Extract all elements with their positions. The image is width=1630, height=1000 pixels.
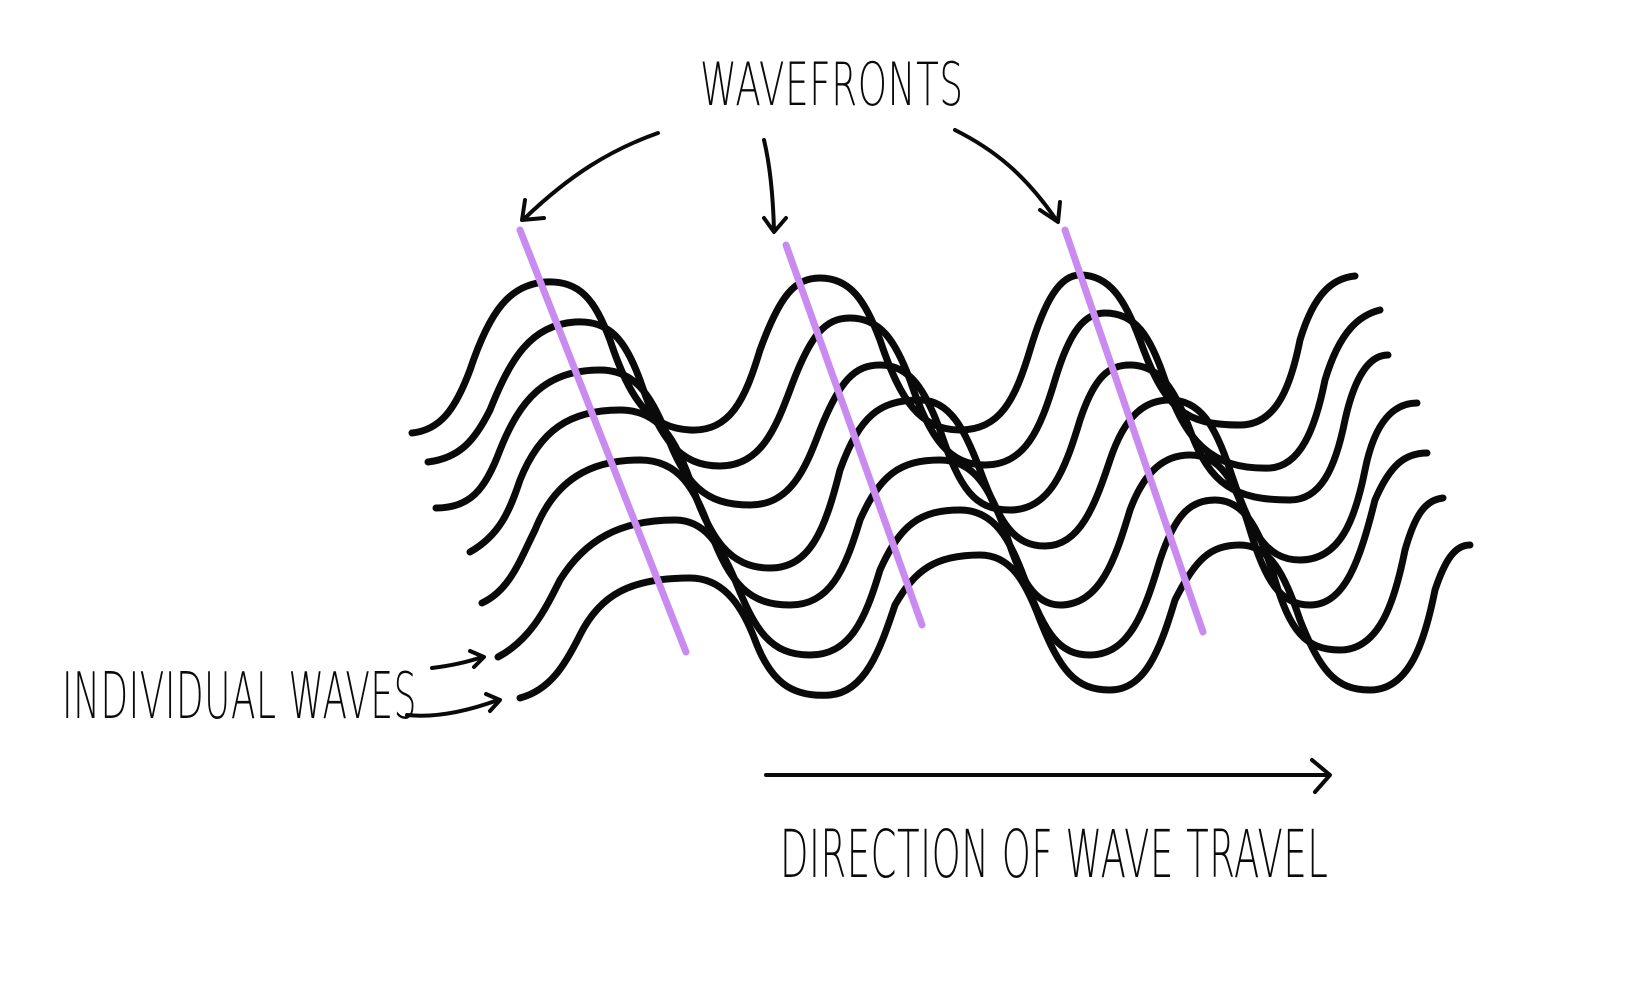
- direction-arrow-icon: [764, 758, 1332, 794]
- individual-waves-group: [408, 271, 1474, 702]
- wave-4: [466, 396, 1421, 572]
- wave-7: [516, 541, 1474, 702]
- wavefront-2: [782, 241, 926, 629]
- wavefront-3: [1061, 226, 1207, 636]
- wave-1: [408, 271, 1359, 437]
- arrow-to-wavefront-3-icon: [953, 128, 1062, 224]
- wavefronts-label: WAVEFRONTS: [700, 50, 964, 120]
- wavefront-lines-group: [516, 226, 1207, 656]
- arrow-to-wave-7-icon: [405, 692, 502, 718]
- wavefront-1: [516, 226, 690, 656]
- arrow-to-wavefront-2-icon: [762, 138, 788, 234]
- pointer-arrows-group: [405, 128, 1062, 718]
- individual-waves-label: INDIVIDUAL WAVES: [62, 660, 417, 734]
- arrow-to-wave-6-icon: [430, 649, 486, 670]
- arrow-to-wavefront-1-icon: [520, 131, 660, 222]
- wave-6: [494, 494, 1447, 661]
- direction-of-travel-label: DIRECTION OF WAVE TRAVEL: [780, 816, 1329, 893]
